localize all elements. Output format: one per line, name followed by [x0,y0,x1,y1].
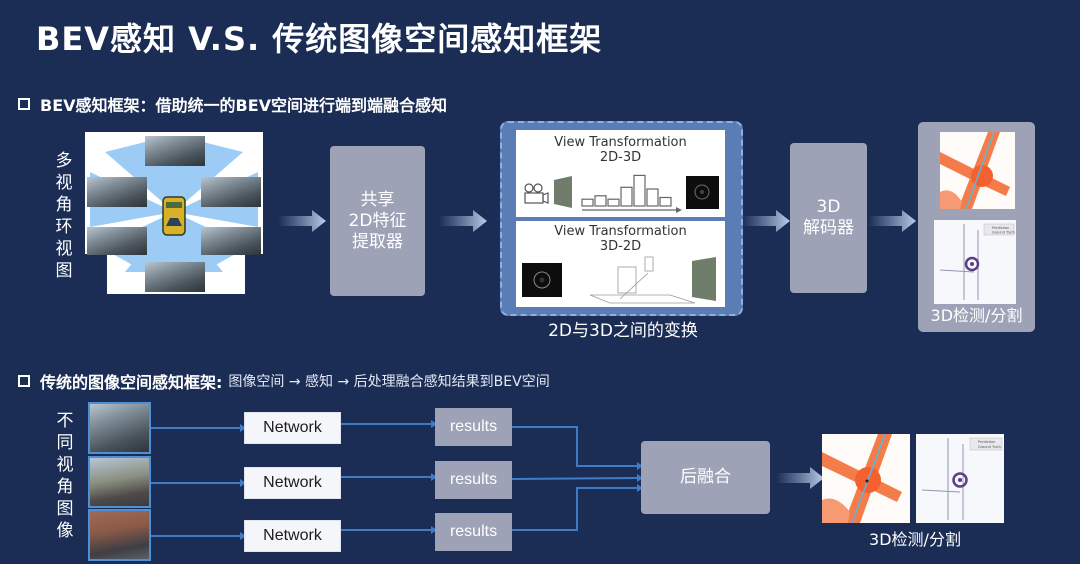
vt-top-subtitle: 2D-3D [599,150,642,165]
vt-bot-subtitle: 3D-2D [599,239,642,254]
3d-detection-plot: Prediction Ground Truth [934,220,1016,304]
late-fusion-box: 后融合 [641,441,770,514]
view-transform-2d-3d-panel: View Transformation 2D-3D [516,130,725,217]
vt-bottom-illustration [522,256,716,304]
network-box-2: Network [244,467,341,499]
network-box-1: Network [244,412,341,444]
multi-view-label: 多视角环视图 [55,151,73,281]
checkbox-bullet-icon [18,375,30,387]
depth-bin-bar [607,198,620,207]
bev-segmentation-map [940,132,1015,209]
depth-bin-bar [581,198,594,207]
bev-heading-text: BEV感知框架：借助统一的BEV空间进行端到端融合感知 [40,96,448,115]
projection-geometry-sketch [589,256,696,304]
depth-bin-bar [594,195,607,207]
surround-view-mosaic [85,132,263,294]
arrow-right-icon [776,467,824,489]
front-camera-image [145,136,205,166]
legend-ground-truth: Ground Truth [978,445,1001,449]
arrow-right-icon [742,210,790,232]
results-box-1: results [435,408,512,446]
traditional-section-heading: 传统的图像空间感知框架: 图像空间 → 感知 → 后处理融合感知结果到BEV空间 [18,369,550,393]
decoder-label: 3D 解码器 [803,197,854,238]
different-view-label: 不同视角图像 [56,411,74,541]
3d-decoder-box: 3D 解码器 [790,143,867,293]
shared-2d-feature-extractor-box: 共享 2D特征 提取器 [330,146,425,296]
traditional-output-caption: 3D检测/分割 [869,530,961,549]
bev-section-heading: BEV感知框架：借助统一的BEV空间进行端到端融合感知 [18,92,447,116]
arrow-right-icon [278,210,326,232]
bev-segmentation-map [822,434,910,523]
bev-results-panel: Prediction Ground Truth [918,122,1035,332]
vt-bot-title: View Transformation [554,224,687,239]
slide-title: BEV感知 V.S. 传统图像空间感知框架 [36,20,603,58]
legend-ground-truth: Ground Truth [992,231,1015,235]
camera-image-thumbnail [692,257,716,301]
extractor-label: 共享 2D特征 提取器 [348,189,407,252]
legend-prediction: Prediction [992,226,1009,230]
bev-output-caption: 3D检测/分割 [930,306,1023,325]
camera-image-thumbnail [554,176,572,208]
depth-distribution-histogram [581,174,672,207]
fusion-label: 后融合 [680,467,731,487]
video-camera-icon [524,183,549,204]
view-transform-caption: 2D与3D之间的变换 [548,321,698,341]
view-transform-3d-2d-panel: View Transformation 3D-2D [516,221,725,307]
view-transformation-frame: View Transformation 2D-3D View Transform… [500,121,743,316]
camera-image-2 [88,456,151,508]
vt-top-title: View Transformation [554,135,687,150]
front-right-camera-image [201,177,261,207]
network-box-3: Network [244,520,341,552]
results-box-2: results [435,461,512,499]
back-right-camera-image [201,227,261,255]
camera-image-3 [88,509,151,561]
depth-bin-bar [633,174,646,207]
arrow-right-icon [439,210,487,232]
back-camera-image [145,262,205,292]
checkbox-bullet-icon [18,98,30,110]
depth-bin-bar [659,196,672,207]
traditional-heading-text: 传统的图像空间感知框架: [40,373,223,392]
ego-car-icon [162,196,186,236]
legend-prediction: Prediction [978,440,995,444]
front-left-camera-image [87,177,147,207]
3d-detection-plot: Prediction Ground Truth [916,434,1004,523]
back-left-camera-image [87,227,147,255]
depth-bin-bar [620,186,633,207]
depth-bin-bar [646,188,659,207]
traditional-subheading-text: 图像空间 → 感知 → 后处理融合感知结果到BEV空间 [228,374,550,390]
camera-image-1 [88,402,151,454]
vt-top-illustration [524,174,719,213]
results-box-3: results [435,513,512,551]
arrow-right-icon [868,210,916,232]
